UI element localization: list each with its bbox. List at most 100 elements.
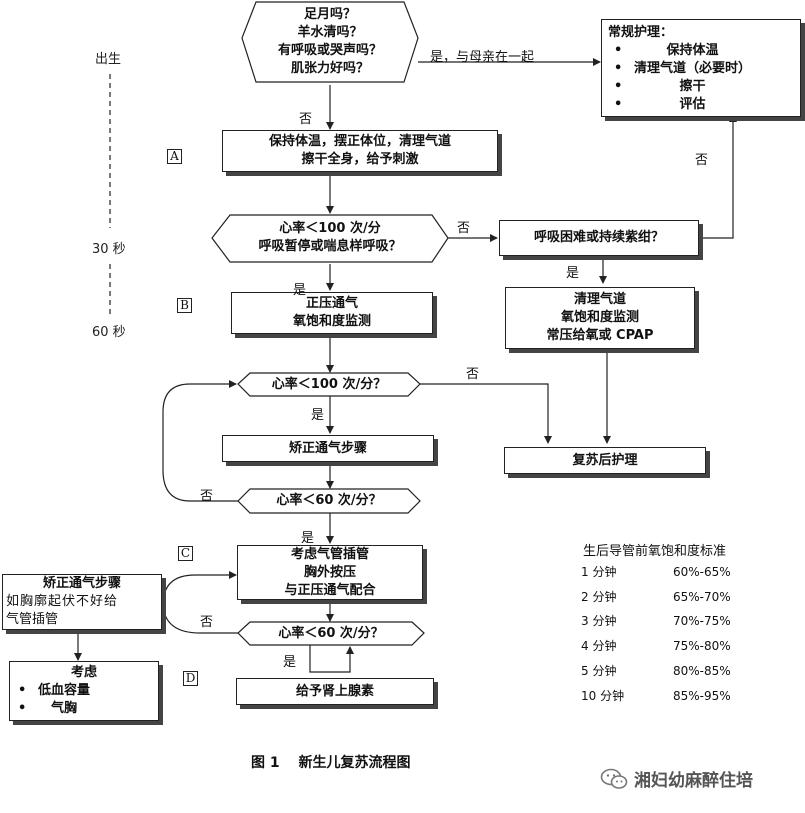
edge-label-no: 否 bbox=[466, 367, 480, 382]
clear-airway-line: 清理气道 bbox=[573, 292, 626, 307]
hr60-check-b: 心率＜60 次/分？ bbox=[240, 623, 422, 644]
corrective-steps-box: 矫正通气步骤 bbox=[222, 435, 434, 462]
edge-label-no: 否 bbox=[457, 221, 471, 236]
section-a-marker: A bbox=[167, 149, 182, 164]
table-row: 1 分钟 60%-65% bbox=[581, 563, 731, 580]
initial-question-line: 肌张力好吗？ bbox=[290, 61, 369, 76]
saturation-time: 1 分钟 bbox=[581, 565, 617, 579]
intubation-line: 胸外按压 bbox=[303, 564, 356, 580]
initial-question-line: 足月吗？ bbox=[303, 7, 356, 22]
saturation-range: 75%-80% bbox=[673, 639, 731, 653]
hr60-check-a: 心率＜60 次/分？ bbox=[240, 490, 418, 512]
saturation-range: 70%-75% bbox=[673, 614, 731, 628]
routine-care-box: 常规护理： 保持体温 清理气道（必要时） 擦干 评估 bbox=[601, 19, 801, 117]
initial-question-line: 有呼吸或哭声吗？ bbox=[277, 43, 382, 58]
list-item: 气胸 bbox=[12, 700, 90, 718]
clear-airway-line: 常压给氧或 CPAP bbox=[546, 328, 654, 343]
hr-apnea-check-line: 心率＜100 次/分 bbox=[279, 221, 381, 236]
edge-label-yes: 是 bbox=[301, 531, 315, 546]
wechat-icon bbox=[600, 768, 628, 789]
watermark-text: 湘妇幼麻醉住培 bbox=[634, 771, 753, 791]
timeline-birth: 出生 bbox=[95, 52, 122, 67]
saturation-time: 3 分钟 bbox=[581, 614, 617, 628]
table-row: 10 分钟 85%-95% bbox=[581, 687, 731, 704]
saturation-range: 60%-65% bbox=[673, 565, 731, 579]
side-corrective-box: 矫正通气步骤 如胸廓起伏不好给 气管插管 bbox=[2, 574, 162, 630]
section-b-marker: B bbox=[177, 298, 192, 313]
ppv-line: 正压通气 bbox=[305, 296, 358, 311]
epinephrine-text: 给予肾上腺素 bbox=[295, 683, 374, 699]
hr100-check: 心率＜100 次/分？ bbox=[240, 374, 418, 395]
epinephrine-box: 给予肾上腺素 bbox=[236, 678, 434, 705]
timeline-60s: 60 秒 bbox=[92, 325, 126, 340]
step-a-line: 擦干全身，给予刺激 bbox=[301, 152, 419, 167]
consider-box: 考虑 低血容量 气胸 bbox=[9, 661, 159, 721]
edge-label-no: 否 bbox=[200, 615, 214, 630]
hr100-check-shape bbox=[237, 372, 421, 397]
edge-label-yes: 是 bbox=[293, 283, 307, 298]
edge-label-no: 否 bbox=[695, 153, 709, 168]
hr-apnea-check-line: 呼吸暂停或喘息样呼吸？ bbox=[258, 239, 402, 254]
hr-apnea-check-shape bbox=[211, 214, 449, 263]
table-row: 3 分钟 70%-75% bbox=[581, 612, 731, 629]
initial-question-line: 羊水清吗？ bbox=[297, 25, 363, 40]
intubation-line: 考虑气管插管 bbox=[290, 546, 369, 562]
breathing-difficulty-text: 呼吸困难或持续紫绀？ bbox=[533, 230, 664, 245]
table-row: 5 分钟 80%-85% bbox=[581, 662, 731, 679]
hr60-check-b-shape bbox=[237, 621, 425, 646]
post-care-box: 复苏后护理 bbox=[504, 447, 706, 474]
clear-airway-cpap-box: 清理气道 氧饱和度监测 常压给氧或 CPAP bbox=[505, 287, 695, 349]
side-corrective-title: 矫正通气步骤 bbox=[42, 576, 121, 591]
intubation-box: 考虑气管插管 胸外按压 与正压通气配合 bbox=[237, 545, 423, 600]
figure-caption: 图 1 新生儿复苏流程图 bbox=[251, 755, 411, 771]
saturation-range: 85%-95% bbox=[673, 689, 731, 703]
table-row: 2 分钟 65%-70% bbox=[581, 588, 731, 605]
initial-question-shape bbox=[241, 1, 419, 83]
table-row: 4 分钟 75%-80% bbox=[581, 637, 731, 654]
edge-label-yes: 是 bbox=[566, 266, 580, 281]
hr60-check-a-shape bbox=[237, 488, 421, 514]
saturation-table-title: 生后导管前氧饱和度标准 bbox=[583, 544, 727, 559]
step-a-line: 保持体温，摆正体位，清理气道 bbox=[268, 134, 451, 149]
post-care-text: 复苏后护理 bbox=[572, 452, 638, 468]
hr-apnea-check: 心率＜100 次/分 呼吸暂停或喘息样呼吸？ bbox=[214, 216, 446, 260]
list-item: 低血容量 bbox=[12, 682, 90, 700]
hr100-check-text: 心率＜100 次/分？ bbox=[271, 376, 387, 392]
initial-question: 足月吗？ 羊水清吗？ 有呼吸或哭声吗？ 肌张力好吗？ bbox=[245, 4, 415, 80]
section-c-marker: C bbox=[178, 546, 193, 561]
ppv-line: 氧饱和度监测 bbox=[292, 314, 371, 329]
edge-label-yes: 是 bbox=[283, 655, 297, 670]
edge-label-no: 否 bbox=[299, 112, 313, 127]
watermark: 湘妇幼麻醉住培 bbox=[600, 766, 753, 791]
section-d-marker: D bbox=[183, 671, 198, 686]
routine-care-list: 保持体温 清理气道（必要时） 擦干 评估 bbox=[608, 42, 751, 114]
hr60-check-b-text: 心率＜60 次/分？ bbox=[278, 625, 384, 641]
breathing-difficulty-box: 呼吸困难或持续紫绀？ bbox=[499, 220, 699, 256]
timeline-30s: 30 秒 bbox=[92, 242, 126, 257]
list-item: 评估 bbox=[608, 96, 751, 114]
saturation-range: 65%-70% bbox=[673, 590, 731, 604]
list-item: 擦干 bbox=[608, 78, 751, 96]
edge-label-yes-mother: 是，与母亲在一起 bbox=[430, 50, 535, 65]
saturation-time: 4 分钟 bbox=[581, 639, 617, 653]
hr60-check-a-text: 心率＜60 次/分？ bbox=[276, 493, 382, 508]
consider-title: 考虑 bbox=[70, 665, 97, 680]
saturation-time: 10 分钟 bbox=[581, 689, 625, 703]
side-corrective-line: 如胸廓起伏不好给 bbox=[6, 594, 119, 609]
clear-airway-line: 氧饱和度监测 bbox=[560, 310, 639, 325]
list-item: 清理气道（必要时） bbox=[608, 60, 751, 78]
saturation-range: 80%-85% bbox=[673, 664, 731, 678]
side-corrective-line: 气管插管 bbox=[6, 612, 59, 627]
step-a-box: 保持体温，摆正体位，清理气道 擦干全身，给予刺激 bbox=[222, 130, 498, 172]
consider-list: 低血容量 气胸 bbox=[12, 682, 90, 718]
saturation-time: 5 分钟 bbox=[581, 664, 617, 678]
routine-care-title: 常规护理： bbox=[608, 25, 674, 40]
saturation-time: 2 分钟 bbox=[581, 590, 617, 604]
intubation-line: 与正压通气配合 bbox=[284, 582, 376, 598]
edge-label-no: 否 bbox=[200, 489, 214, 504]
corrective-steps-text: 矫正通气步骤 bbox=[288, 440, 367, 456]
list-item: 保持体温 bbox=[608, 42, 751, 60]
ppv-box: 正压通气 氧饱和度监测 bbox=[231, 292, 433, 334]
